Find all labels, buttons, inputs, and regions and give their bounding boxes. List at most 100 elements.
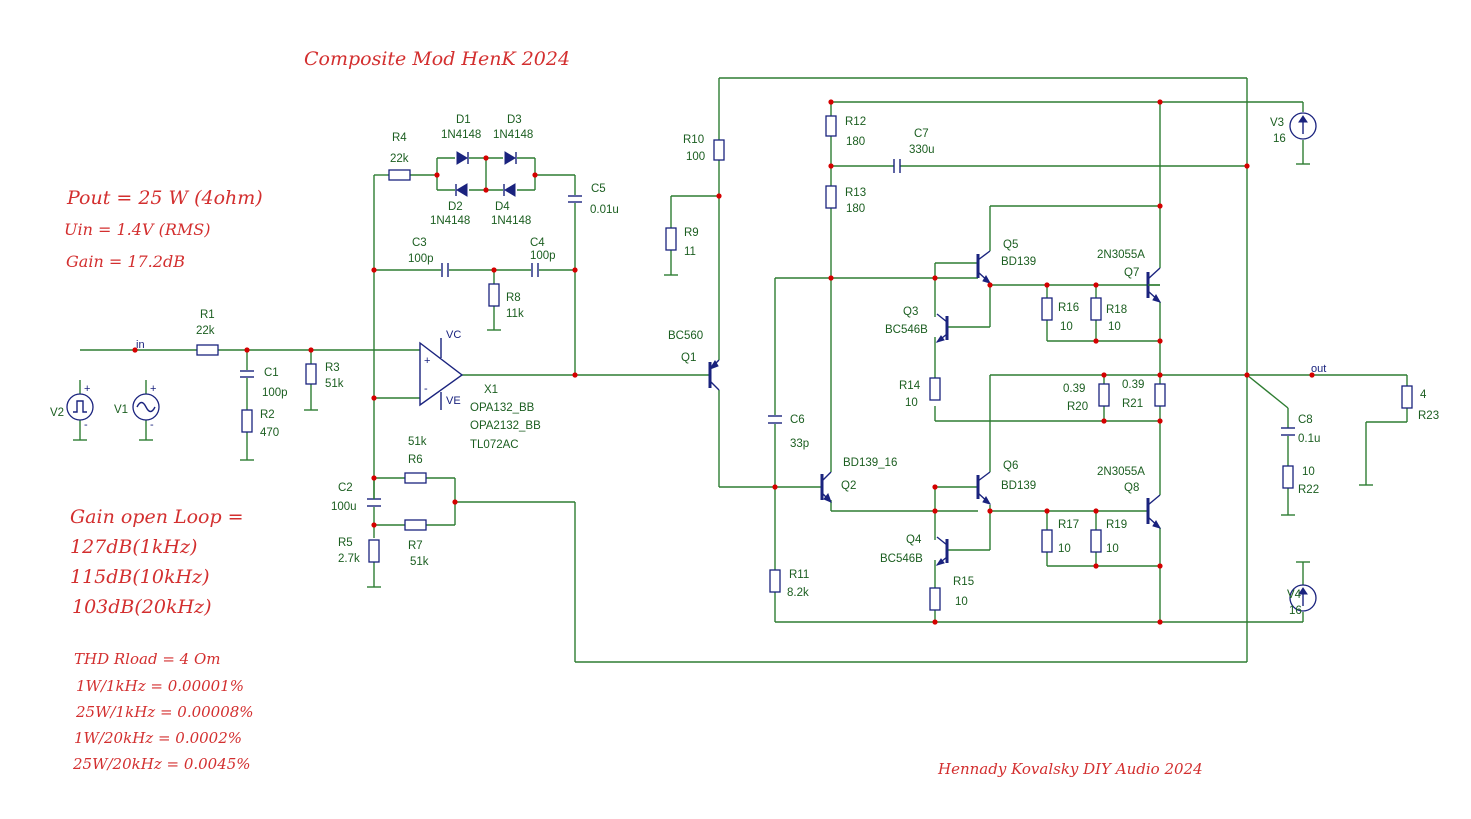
transistor-q4 [935, 536, 949, 566]
label-v1: V1 [114, 404, 128, 416]
resistor-r18 [1090, 297, 1102, 321]
label-r2: R2 [260, 409, 275, 421]
source-v4 [1289, 584, 1317, 612]
label-c1: C1 [264, 367, 279, 379]
value-v4: 16 [1289, 605, 1302, 617]
label-v3: V3 [1270, 117, 1284, 129]
value-q6: BD139 [1001, 480, 1036, 492]
label-x1: X1 [484, 384, 498, 396]
resistors [196, 115, 1413, 611]
resistor-r7 [404, 519, 427, 531]
net-in: in [136, 339, 145, 351]
label-r16: R16 [1058, 302, 1079, 314]
value-r11: 8.2k [787, 587, 809, 599]
label-q7: Q7 [1124, 267, 1139, 279]
transistor-q5 [976, 250, 992, 284]
label-r23: R23 [1418, 410, 1439, 422]
label-v2: V2 [50, 407, 64, 419]
label-r8: R8 [506, 292, 521, 304]
transistor-q6 [976, 471, 992, 505]
label-r5: R5 [338, 537, 353, 549]
svg-text:+: + [424, 355, 430, 367]
label-r7: R7 [408, 540, 423, 552]
open-loop-line: 103dB(20kHz) [72, 596, 212, 618]
value-d1: 1N4148 [441, 129, 481, 141]
value-c7: 330u [909, 144, 935, 156]
label-q4: Q4 [906, 534, 922, 546]
value-r8: 11k [506, 308, 524, 320]
value-r6-top: 51k [408, 436, 427, 448]
label-r15: R15 [953, 576, 974, 588]
thd-line: 25W/20kHz = 0.0045% [73, 755, 251, 773]
value-r2: 470 [260, 427, 279, 439]
value-d4: 1N4148 [491, 215, 531, 227]
model-x1-1: OPA2132_BB [470, 420, 541, 432]
value-r9: 11 [684, 246, 696, 258]
model-x1-0: OPA132_BB [470, 402, 535, 414]
model-x1-2: TL072AC [470, 439, 519, 451]
value-c5: 0.01u [590, 204, 619, 216]
spec-pout: Pout = 25 W (4ohm) [67, 187, 263, 209]
diode-d1 [456, 151, 469, 165]
value-r10: 100 [686, 151, 705, 163]
net-out: out [1311, 363, 1326, 375]
transistor-q2 [820, 278, 832, 503]
value-v3: 16 [1273, 133, 1286, 145]
label-r11: R11 [789, 569, 809, 581]
spec-gain: Gain = 17.2dB [66, 252, 185, 271]
resistor-r1 [196, 344, 219, 356]
component-labels: in out VC VE R1 22k C1 100p R2 470 R3 51… [50, 114, 1439, 617]
value-r17: 10 [1058, 543, 1071, 555]
value-c3: 100p [408, 253, 434, 265]
value-c8: 0.1u [1298, 433, 1320, 445]
page-title: Composite Mod HenK 2024 [304, 48, 571, 70]
junctions [132, 99, 1315, 625]
open-loop-line: 127dB(1kHz) [70, 536, 198, 558]
resistor-r13 [825, 185, 837, 209]
transistor-q1 [708, 359, 720, 391]
value-r18: 10 [1108, 321, 1121, 333]
value-c1: 100p [262, 387, 288, 399]
svg-text:-: - [150, 419, 154, 431]
resistor-r12 [825, 115, 837, 137]
thd-heading: THD Rload = 4 Om [74, 650, 221, 668]
value-r14: 10 [905, 397, 918, 409]
net-vcc: VC [446, 329, 461, 341]
value-c6: 33p [790, 438, 809, 450]
value-q7: 2N3055A [1097, 249, 1145, 261]
label-q2: Q2 [841, 480, 856, 492]
value-r1: 22k [196, 325, 215, 337]
author-credit: Hennady Kovalsky DIY Audio 2024 [938, 760, 1203, 778]
opamp-x1: + - [419, 338, 464, 410]
spec-uin: Uin = 1.4V (RMS) [64, 220, 211, 239]
diode-d3 [504, 151, 517, 165]
svg-text:+: + [150, 383, 156, 395]
capacitor-c7 [893, 159, 901, 173]
capacitor-c6 [768, 415, 782, 424]
value-r4: 22k [390, 153, 409, 165]
svg-text:-: - [84, 419, 88, 431]
label-d1: D1 [456, 114, 471, 126]
source-v3 [1289, 112, 1317, 140]
label-c5: C5 [591, 183, 606, 195]
resistor-r21 [1154, 383, 1166, 407]
label-q6: Q6 [1003, 460, 1018, 472]
value-r3: 51k [325, 378, 344, 390]
value-r16: 10 [1060, 321, 1073, 333]
label-r1: R1 [200, 309, 215, 321]
capacitor-c5 [568, 195, 582, 203]
value-r15: 10 [955, 596, 968, 608]
label-v4: V4 [1287, 589, 1302, 601]
label-q3: Q3 [903, 306, 918, 318]
label-r21: R21 [1122, 398, 1143, 410]
label-c2: C2 [338, 482, 353, 494]
value-r19: 10 [1106, 543, 1119, 555]
transistor-q3 [935, 313, 949, 343]
value-r23: 4 [1420, 389, 1427, 401]
thd-line: 1W/1kHz = 0.00001% [76, 677, 245, 695]
value-c4: 100p [530, 250, 556, 262]
label-r6: R6 [408, 454, 423, 466]
label-r9: R9 [684, 227, 699, 239]
diode-d2 [455, 183, 468, 197]
